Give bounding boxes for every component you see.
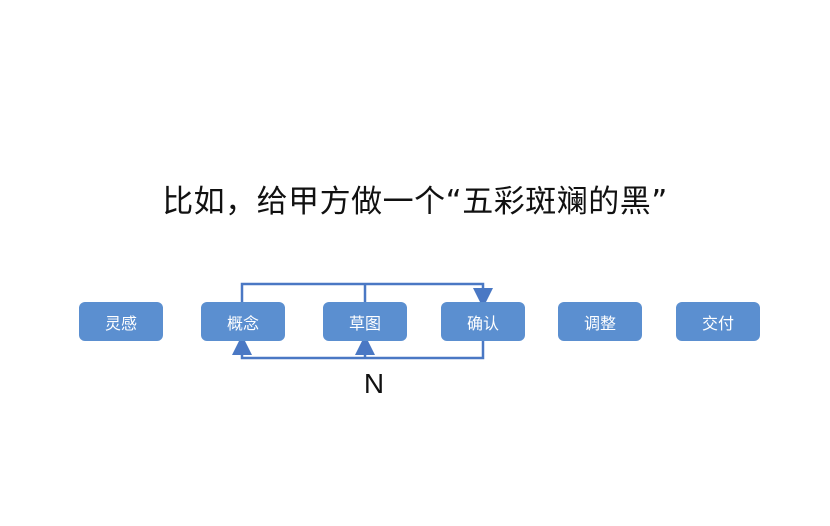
bottom-loop-line [232,335,485,360]
slide-title: 比如，给甲方做一个“五彩斑斓的黑” [162,184,668,220]
step-tiaozheng: 调整 [558,302,642,341]
step-caotu: 草图 [323,302,407,341]
step-queren: 确认 [441,302,525,341]
step-linggan: 灵感 [79,302,163,341]
step-gainian: 概念 [201,302,285,341]
loop-count-label: N [363,368,385,399]
step-jiaofu: 交付 [676,302,760,341]
top-loop-line [240,282,493,308]
